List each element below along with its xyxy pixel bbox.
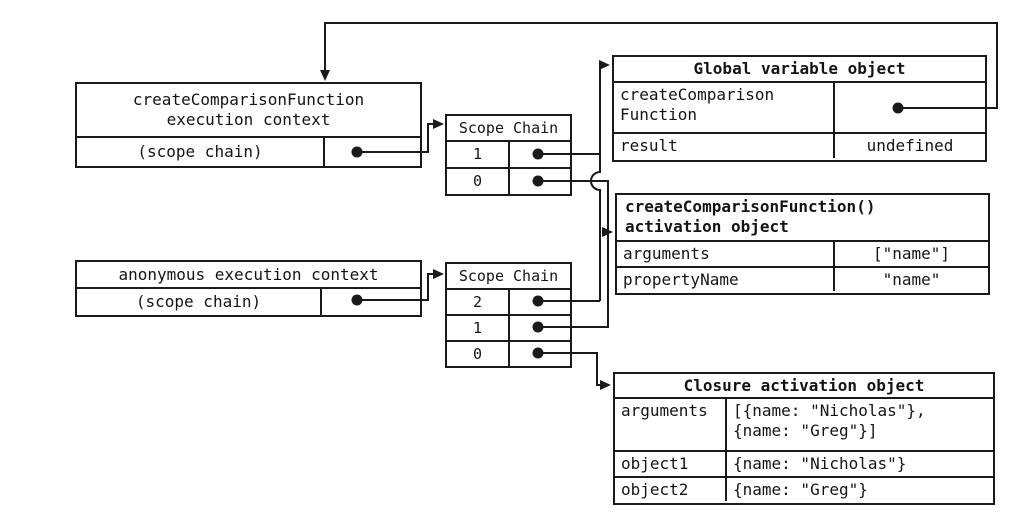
global-variable-object-box: Global variable object createComparison … [612, 55, 987, 162]
scope-chain-upper-header: Scope Chain [458, 118, 559, 137]
arrowhead-down-icon [320, 70, 330, 81]
exec-context-create-scope-row: (scope chain) [77, 136, 420, 166]
scope-chain-lower-row-1: 1 [447, 314, 570, 340]
scope-chain-lower-row-2: 2 [447, 288, 570, 314]
scope-index: 0 [472, 172, 483, 191]
scope-chain-upper-box: Scope Chain 1 0 [445, 114, 572, 196]
property-value-line1: [{name: "Nicholas"}, [733, 401, 926, 420]
scope-index: 1 [472, 145, 483, 164]
property-value: ["name"] [833, 242, 988, 266]
activation-object-header: createComparisonFunction() activation ob… [617, 195, 988, 240]
scope-chain-lower-box: Scope Chain 2 1 0 [445, 262, 572, 368]
exec-context-create-title-line1: createComparisonFunction [132, 90, 365, 109]
arrowhead-right-icon [433, 119, 444, 129]
property-value-line2: {name: "Greg"}] [733, 421, 878, 440]
arrowhead-right-icon [433, 269, 444, 279]
property-name: propertyName [623, 270, 739, 289]
global-row-result: result undefined [614, 132, 985, 158]
closure-activation-object-box: Closure activation object arguments [{na… [613, 372, 995, 505]
closure-row-object1: object1 {name: "Nicholas"} [615, 450, 993, 476]
property-value: [{name: "Nicholas"}, {name: "Greg"}] [725, 399, 993, 450]
pointer-cell [508, 342, 570, 366]
property-value: "name" [833, 268, 988, 291]
pointer-cell [320, 289, 420, 315]
pointer-cell [323, 138, 420, 166]
scope-chain-upper-row-1: 1 [447, 140, 570, 167]
closure-row-arguments: arguments [{name: "Nicholas"}, {name: "G… [615, 397, 993, 450]
connector-to-global-variable-object [590, 64, 602, 301]
closure-row-object2: object2 {name: "Greg"} [615, 476, 993, 501]
pointer-cell [508, 316, 570, 340]
scope-chain-lower-header: Scope Chain [458, 266, 559, 285]
pointer-cell [833, 83, 985, 132]
exec-context-anonymous-scope-row: (scope chain) [77, 287, 420, 315]
property-name: result [620, 136, 678, 155]
property-name: object1 [621, 454, 689, 473]
property-name: createComparison Function [614, 83, 833, 132]
activation-object-header-line2: activation object [625, 217, 789, 236]
scope-chain-upper-row-0: 0 [447, 167, 570, 194]
activation-object-header-line1: createComparisonFunction() [625, 197, 876, 216]
arrowhead-right-icon [599, 60, 610, 70]
closure-activation-object-header: Closure activation object [683, 375, 925, 395]
global-variable-object-header: Global variable object [693, 59, 906, 78]
activation-row-propertyName: propertyName "name" [617, 266, 988, 291]
property-name-line2: Function [620, 105, 698, 124]
property-name: arguments [623, 244, 710, 263]
exec-context-anonymous-title: anonymous execution context [118, 264, 379, 284]
pointer-cell [508, 290, 570, 314]
property-name: arguments [621, 401, 708, 420]
exec-context-create-box: createComparisonFunction execution conte… [75, 82, 422, 168]
scope-chain-lower-row-0: 0 [447, 340, 570, 366]
arrowhead-right-icon [602, 227, 613, 237]
property-value: {name: "Greg"} [725, 478, 993, 501]
scope-chain-label: (scope chain) [137, 142, 263, 161]
property-name-line1: createComparison [620, 85, 775, 104]
property-value: {name: "Nicholas"} [725, 452, 993, 476]
activation-row-arguments: arguments ["name"] [617, 240, 988, 266]
global-row-createComparisonFunction: createComparison Function [614, 81, 985, 132]
property-name: object2 [621, 480, 689, 499]
exec-context-anonymous-box: anonymous execution context (scope chain… [75, 260, 422, 317]
arrowhead-right-icon [600, 380, 611, 390]
pointer-cell [508, 142, 570, 167]
scope-index: 1 [472, 318, 483, 337]
exec-context-create-title-line2: execution context [166, 110, 331, 129]
exec-context-create-title: createComparisonFunction execution conte… [77, 84, 420, 136]
activation-object-box: createComparisonFunction() activation ob… [615, 193, 990, 295]
scope-chain-label: (scope chain) [135, 292, 262, 311]
scope-index: 2 [472, 292, 483, 311]
property-value: undefined [833, 134, 985, 158]
scope-index: 0 [472, 344, 483, 363]
pointer-cell [508, 169, 570, 194]
